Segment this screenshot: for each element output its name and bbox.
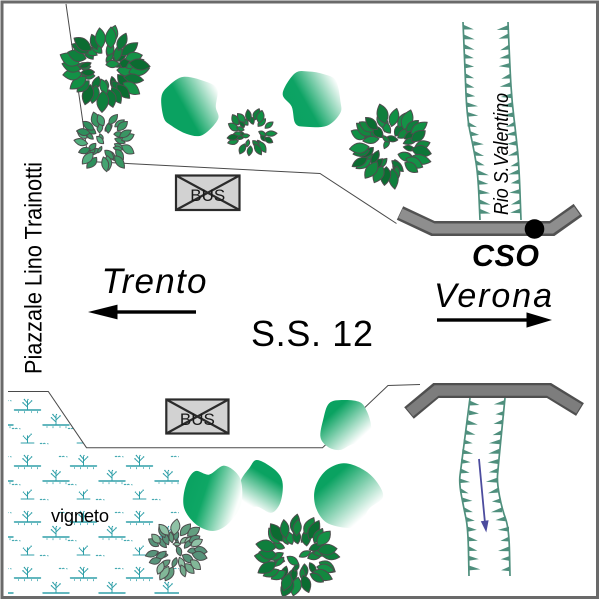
svg-text:CSO: CSO (472, 239, 539, 273)
svg-text:vigneto: vigneto (51, 505, 109, 526)
svg-text:BUS: BUS (190, 186, 225, 205)
svg-text:BUS: BUS (180, 410, 215, 429)
svg-text:Rio S.Valentino: Rio S.Valentino (490, 93, 513, 215)
svg-text:Verona: Verona (434, 277, 552, 315)
svg-text:S.S. 12: S.S. 12 (251, 313, 373, 354)
svg-text:Piazzale Lino Trainotti: Piazzale Lino Trainotti (21, 162, 48, 374)
